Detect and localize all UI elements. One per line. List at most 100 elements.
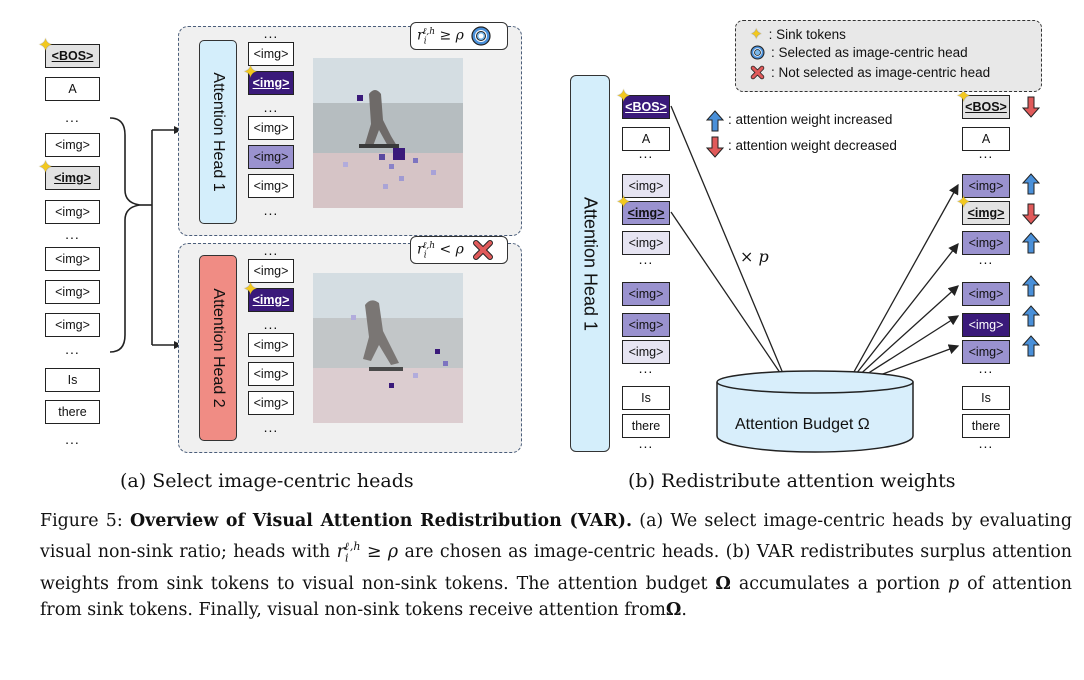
ellipsis: ... [263, 25, 279, 41]
caption-math-1: riℓ,h ≥ ρ [336, 540, 399, 565]
panel-b-token-3: <img> [962, 174, 1010, 198]
panel-b-token-12: there [962, 414, 1010, 438]
ellipsis: ... [263, 99, 279, 115]
times-p-label: × p [740, 247, 769, 266]
token-11: Is [45, 368, 100, 392]
skater-silhouette-2 [363, 300, 399, 365]
panel-b-token-3: <img> [622, 174, 670, 198]
sink-star-icon: ✦ [243, 62, 259, 82]
head1-attention-photo [313, 58, 463, 208]
caption-label: Figure 5: [40, 511, 123, 531]
figure-caption: Figure 5: Overview of Visual Attention R… [40, 508, 1072, 623]
legend-sink-text: : Sink tokens [768, 26, 846, 42]
caption-title: Overview of Visual Attention Redistribut… [129, 511, 633, 531]
panel-b-token-1: A [962, 127, 1010, 151]
panel-b-token-12: there [622, 414, 670, 438]
ellipsis: ... [263, 316, 279, 332]
legend-decreased: : attention weight decreased [728, 138, 897, 153]
caption-text-4: of attention from sink tokens. Finally, … [40, 574, 1073, 621]
ellipsis: ... [638, 360, 654, 376]
img-token: <img> [248, 71, 294, 95]
ellipsis: ... [978, 251, 994, 267]
down-arrow-icon [1022, 96, 1040, 118]
token-12: there [45, 400, 100, 424]
ellipsis: ... [638, 435, 654, 451]
ellipsis: ... [65, 431, 80, 447]
panel-b-token-5: <img> [962, 231, 1010, 255]
ellipsis: ... [978, 360, 994, 376]
img-token: <img> [248, 116, 294, 140]
img-sink-to-budget-arrow [670, 211, 788, 385]
ellipsis: ... [263, 202, 279, 218]
selected-ring-icon [750, 45, 765, 60]
ellipsis: ... [65, 109, 80, 125]
img-token: <img> [248, 362, 294, 386]
up-arrow-icon [1022, 275, 1040, 297]
img-token: <img> [248, 145, 294, 169]
token-4: <img> [45, 166, 100, 190]
panel-b-token-1: A [622, 127, 670, 151]
up-arrow-icon [1022, 232, 1040, 254]
attention-budget-label: Attention Budget Ω [735, 416, 870, 433]
legend-selected-text: : Selected as image-centric head [771, 45, 968, 60]
caption-text-1: (a) We select image-centric heads by eva… [40, 511, 1072, 562]
sink-star-icon: ✦ [616, 86, 632, 106]
legend-box: ✦ : Sink tokens : Selected as image-centr… [735, 20, 1042, 92]
selected-ring-icon [471, 26, 491, 46]
panel-b-token-9: <img> [622, 340, 670, 364]
up-arrow-icon [1022, 173, 1040, 195]
down-arrow-icon [1022, 203, 1040, 225]
not-selected-cross-icon [472, 240, 493, 260]
sink-star-icon: ✦ [38, 157, 54, 177]
legend-not-selected-text: : Not selected as image-centric head [771, 65, 991, 80]
sink-star-icon: ✦ [38, 35, 54, 55]
img-token: <img> [248, 333, 294, 357]
up-arrow-icon [1022, 335, 1040, 357]
legend-increased: : attention weight increased [728, 112, 893, 127]
img-token: <img> [248, 288, 294, 312]
panel-b-token-0: <BOS> [622, 95, 670, 119]
skater-silhouette [365, 90, 397, 148]
up-arrow-icon [1022, 305, 1040, 327]
head1-ratio-formula: riℓ,h ≥ ρ [410, 22, 508, 50]
caption-text-2: are chosen as image-centric heads. (b) V… [40, 541, 1073, 595]
cross-icon [750, 65, 765, 80]
token-9: <img> [45, 313, 100, 337]
panel-b-token-7: <img> [622, 282, 670, 306]
token-8: <img> [45, 280, 100, 304]
ellipsis: ... [978, 145, 994, 161]
img-token: <img> [248, 391, 294, 415]
sink-star-icon: ✦ [750, 26, 763, 43]
panel-b-token-4: <img> [962, 201, 1010, 225]
ellipsis: ... [978, 435, 994, 451]
img-token: <img> [248, 259, 294, 283]
panel-a-connectors [109, 117, 182, 353]
attention-head-1-box: Attention Head 1 [199, 40, 237, 224]
panel-b-token-0: <BOS> [962, 95, 1010, 119]
panel-b-token-4: <img> [622, 201, 670, 225]
img-token: <img> [248, 42, 294, 66]
caption-b: (b) Redistribute attention weights [628, 470, 956, 492]
caption-text-3: accumulates a portion [738, 574, 941, 595]
figure-5: <BOS>A...<img><img><img>...<img><img><im… [38, 20, 1042, 492]
down-arrow-icon [706, 136, 724, 158]
token-5: <img> [45, 200, 100, 224]
ellipsis: ... [638, 251, 654, 267]
token-3: <img> [45, 133, 100, 157]
token-7: <img> [45, 247, 100, 271]
panel-b-connectors [670, 105, 960, 389]
head2-attention-photo [313, 273, 463, 423]
sink-star-icon: ✦ [616, 192, 632, 212]
panel-b-token-11: Is [622, 386, 670, 410]
attention-head-2-box: Attention Head 2 [199, 255, 237, 441]
head2-ratio-formula: riℓ,h < ρ [410, 236, 508, 264]
caption-omega: Ω [715, 574, 731, 595]
panel-b-attention-head-box: Attention Head 1 [570, 75, 610, 452]
sink-star-icon: ✦ [243, 279, 259, 299]
img-token: <img> [248, 174, 294, 198]
caption-omega-2: Ω [665, 600, 682, 621]
ellipsis: ... [263, 242, 279, 258]
ellipsis: ... [638, 145, 654, 161]
caption-end: . [681, 600, 687, 621]
ellipsis: ... [65, 226, 80, 242]
